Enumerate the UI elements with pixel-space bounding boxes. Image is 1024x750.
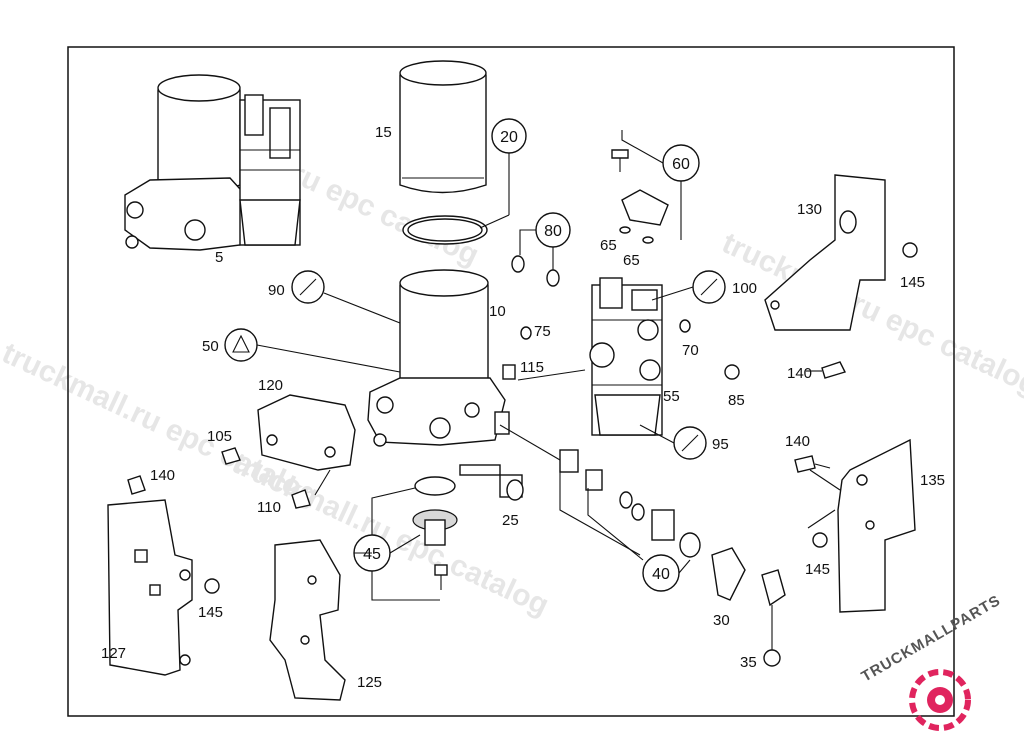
- part-label: 140: [787, 365, 812, 382]
- brand-logo: TRUCKMALLPARTS: [859, 592, 1004, 731]
- part-label: 115: [520, 359, 544, 376]
- bracket-135-part[interactable]: [837, 438, 916, 613]
- wrench-icon: [692, 270, 726, 304]
- fitting-40-assembly[interactable]: [559, 449, 701, 558]
- o-ring-part[interactable]: [414, 476, 456, 496]
- small-seal-ring[interactable]: [679, 319, 691, 333]
- part-label: 127: [101, 645, 126, 662]
- part-label: 105: [207, 428, 232, 445]
- nut-part[interactable]: [204, 578, 220, 594]
- part-label: 130: [797, 201, 822, 218]
- plug-part[interactable]: [502, 364, 516, 380]
- callout-label-40: 40: [652, 566, 670, 583]
- leader-line: [479, 214, 510, 229]
- part-label: 10: [489, 303, 506, 320]
- bolt-part[interactable]: [127, 475, 146, 495]
- torque-triangle-icon: [224, 328, 258, 362]
- part-label: 85: [728, 392, 745, 409]
- part-number-labels: 5 10 15 25 30 35 50 55 65 65 70 75 85 90…: [101, 124, 945, 691]
- part-label: 95: [712, 436, 729, 453]
- small-seal-ring[interactable]: [520, 326, 532, 340]
- part-label: 35: [740, 654, 757, 671]
- part-label: 30: [713, 612, 730, 629]
- bolt-part[interactable]: [821, 361, 846, 379]
- part-label: 55: [663, 388, 680, 405]
- part-label: 65: [600, 237, 617, 254]
- small-o-ring[interactable]: [642, 236, 654, 244]
- dryer-cartridge-part[interactable]: [399, 60, 487, 194]
- nut-part[interactable]: [724, 364, 740, 380]
- part-label: 5: [215, 249, 223, 266]
- cartridge-seal-ring[interactable]: [402, 215, 488, 245]
- plate-127-part[interactable]: [107, 499, 193, 676]
- callout-60[interactable]: 60: [662, 144, 700, 182]
- part-label: 145: [805, 561, 830, 578]
- diagram-frame: [67, 46, 955, 717]
- bolt-part[interactable]: [291, 489, 311, 509]
- leader-line: [519, 229, 536, 255]
- part-label: 120: [258, 377, 283, 394]
- callout-20[interactable]: 20: [491, 118, 527, 154]
- callout-80[interactable]: 80: [535, 212, 571, 248]
- cover-part[interactable]: [621, 189, 669, 226]
- dryer-housing-part[interactable]: [367, 269, 510, 447]
- callout-label-45: 45: [363, 546, 381, 563]
- callout-label-60: 60: [672, 156, 690, 173]
- small-o-ring[interactable]: [619, 226, 631, 234]
- cap-35-part[interactable]: [761, 569, 786, 667]
- leader-line: [621, 130, 664, 164]
- valve-insert-part[interactable]: [412, 509, 458, 546]
- part-label: 65: [623, 252, 640, 269]
- leader-lines: [256, 286, 841, 601]
- callout-40[interactable]: 40: [642, 554, 680, 592]
- part-label: 145: [900, 274, 925, 291]
- part-label: 100: [732, 280, 757, 297]
- part-label: 135: [920, 472, 945, 489]
- part-label: 125: [357, 674, 382, 691]
- fitting-30-part[interactable]: [711, 547, 746, 601]
- part-label: 15: [375, 124, 392, 141]
- part-label: 90: [268, 282, 285, 299]
- part-label: 140: [150, 467, 175, 484]
- wrench-icon: [291, 270, 325, 304]
- nut-part[interactable]: [812, 532, 828, 548]
- bolt-part[interactable]: [221, 447, 241, 465]
- bracket-130-part[interactable]: [764, 174, 886, 331]
- small-seal-ring[interactable]: [546, 269, 560, 287]
- part-label: 110: [257, 499, 281, 516]
- air-dryer-assembly-part[interactable]: [124, 74, 301, 251]
- bolt-part[interactable]: [794, 455, 816, 473]
- mounting-block-120-part[interactable]: [257, 394, 356, 471]
- part-label: 70: [682, 342, 699, 359]
- bolt-shaft: [814, 463, 831, 469]
- protection-valve-part[interactable]: [589, 277, 663, 436]
- wrench-icon: [673, 426, 707, 460]
- small-seal-ring[interactable]: [511, 255, 525, 273]
- part-label: 25: [502, 512, 519, 529]
- nut-part[interactable]: [902, 242, 918, 258]
- callout-label-20: 20: [500, 129, 518, 146]
- part-label: 140: [785, 433, 810, 450]
- screw-part[interactable]: [434, 564, 448, 590]
- part-label: 50: [202, 338, 219, 355]
- part-label: 75: [534, 323, 551, 340]
- screw-part[interactable]: [611, 149, 629, 159]
- bracket-125-part[interactable]: [269, 539, 346, 701]
- callout-label-80: 80: [544, 223, 562, 240]
- fitting-25-part[interactable]: [459, 464, 524, 501]
- part-label: 145: [198, 604, 223, 621]
